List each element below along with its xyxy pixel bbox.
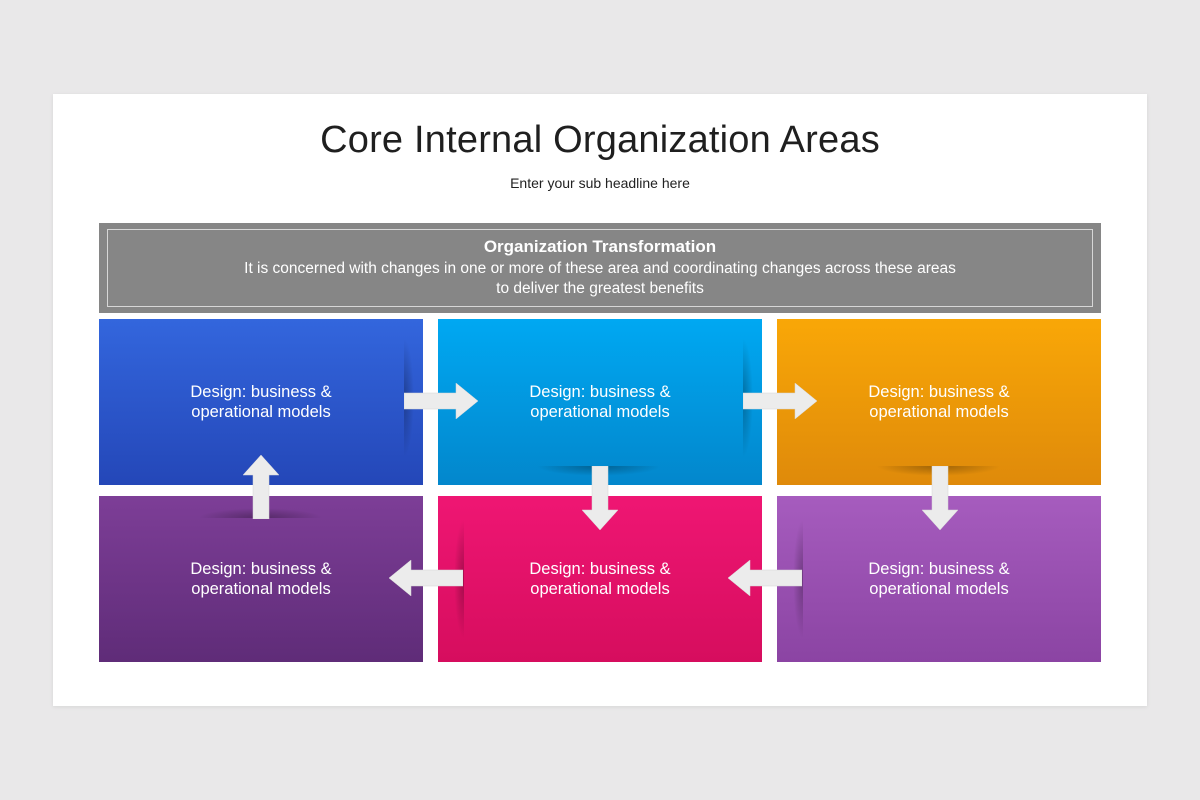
area-box-label: Design: business & operational models xyxy=(190,383,332,421)
arrow-right-icon xyxy=(743,383,817,419)
area-box-label: Design: business & operational models xyxy=(868,383,1010,421)
area-box-2: Design: business & operational models xyxy=(438,319,762,485)
arrow-down-icon xyxy=(922,466,958,530)
sub-headline: Enter your sub headline here xyxy=(510,175,690,191)
banner-frame: Organization Transformation It is concer… xyxy=(107,229,1093,307)
area-box-label: Design: business & operational models xyxy=(529,560,671,598)
slide: Core Internal Organization Areas Enter y… xyxy=(53,94,1147,706)
area-box-label: Design: business & operational models xyxy=(190,560,332,598)
area-box-label: Design: business & operational models xyxy=(868,560,1010,598)
arrow-left-icon xyxy=(389,560,463,596)
arrow-left-icon xyxy=(728,560,802,596)
page-title: Core Internal Organization Areas xyxy=(320,119,880,161)
area-box-4: Design: business & operational models xyxy=(99,496,423,662)
arrow-right-icon xyxy=(404,383,478,419)
banner-text: It is concerned with changes in one or m… xyxy=(244,260,956,297)
area-box-5: Design: business & operational models xyxy=(438,496,762,662)
banner-heading: Organization Transformation xyxy=(483,237,717,256)
area-box-3: Design: business & operational models xyxy=(777,319,1101,485)
arrow-up-icon xyxy=(243,455,279,519)
arrow-down-icon xyxy=(582,466,618,530)
area-box-label: Design: business & operational models xyxy=(529,383,671,421)
transformation-banner: Organization Transformation It is concer… xyxy=(99,223,1101,313)
